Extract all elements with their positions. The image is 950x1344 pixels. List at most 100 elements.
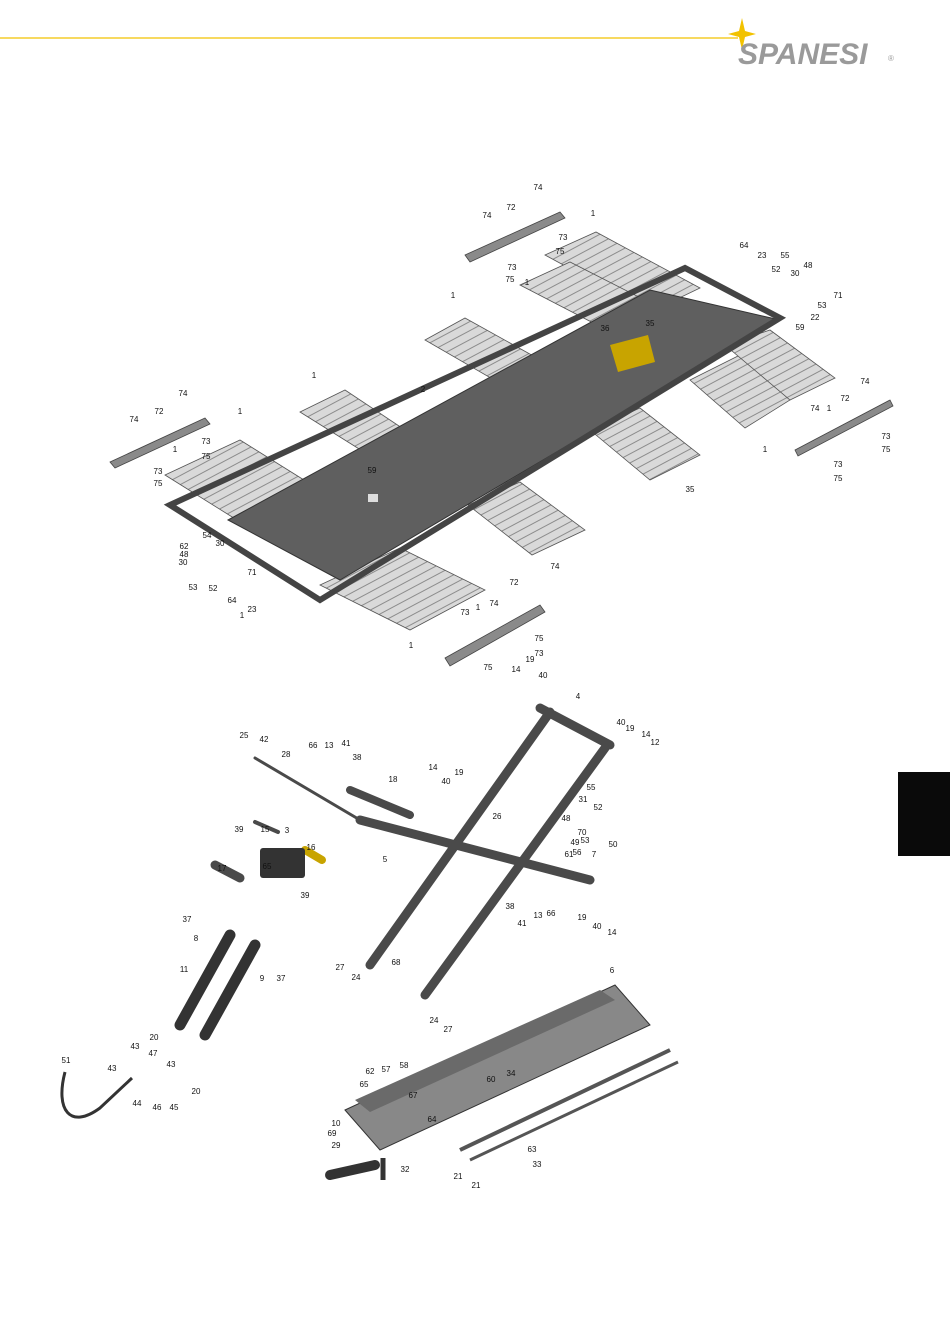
callout-scissor-14: 14	[642, 730, 651, 739]
callout-platform-75: 75	[556, 247, 565, 256]
callout-platform-72: 72	[155, 407, 164, 416]
callout-base-63: 63	[528, 1145, 537, 1154]
callout-platform-73: 73	[559, 233, 568, 242]
callout-scissor-38: 38	[506, 902, 515, 911]
callout-scissor-15: 15	[261, 825, 270, 834]
callout-platform-36: 36	[601, 324, 610, 333]
callout-base-43: 43	[167, 1060, 176, 1069]
callout-base-46: 46	[153, 1103, 162, 1112]
callout-platform-35: 35	[686, 485, 695, 494]
callout-platform-30: 30	[216, 539, 225, 548]
callout-platform-1: 1	[763, 445, 768, 454]
callout-platform-73: 73	[535, 649, 544, 658]
callout-scissor-31: 31	[579, 795, 588, 804]
callout-platform-72: 72	[841, 394, 850, 403]
callout-scissor-55: 55	[587, 783, 596, 792]
callout-scissor-28: 28	[282, 750, 291, 759]
callout-scissor-19: 19	[578, 913, 587, 922]
pneumatic-hose	[60, 1071, 134, 1119]
platform-frame	[163, 264, 787, 604]
callout-scissor-48: 48	[562, 814, 571, 823]
callout-base-43: 43	[108, 1064, 117, 1073]
header-accent-line	[0, 18, 756, 50]
callout-platform-74: 74	[811, 404, 820, 413]
callout-platform-71: 71	[834, 291, 843, 300]
callout-platform-2: 2	[421, 385, 426, 394]
callout-scissor-27: 27	[444, 1025, 453, 1034]
callout-scissor-61: 61	[565, 850, 574, 859]
callout-base-62: 62	[366, 1067, 375, 1076]
ramp-plate	[109, 417, 211, 469]
callout-scissor-14: 14	[429, 763, 438, 772]
callout-platform-73: 73	[154, 467, 163, 476]
callout-scissor-66: 66	[547, 909, 556, 918]
callout-scissor-52: 52	[594, 803, 603, 812]
callout-platform-73: 73	[508, 263, 517, 272]
callout-platform-30: 30	[179, 558, 188, 567]
callout-base-58: 58	[400, 1061, 409, 1070]
callout-scissor-7: 7	[592, 850, 597, 859]
callout-platform-1: 1	[476, 603, 481, 612]
callout-scissor-39: 39	[301, 891, 310, 900]
callout-platform-72: 72	[510, 578, 519, 587]
callout-scissor-19: 19	[455, 768, 464, 777]
callout-scissor-16: 16	[307, 843, 316, 852]
callout-scissor-41: 41	[518, 919, 527, 928]
callout-scissor-50: 50	[609, 840, 618, 849]
callout-scissor-11: 11	[180, 965, 189, 974]
callout-scissor-3: 3	[285, 826, 290, 835]
callout-scissor-40: 40	[539, 671, 548, 680]
callout-platform-74: 74	[179, 389, 188, 398]
brand-logo: SPANESI	[738, 38, 868, 71]
callout-scissor-9: 9	[260, 974, 265, 983]
callout-base-67: 67	[409, 1091, 418, 1100]
callout-scissor-65: 65	[263, 862, 272, 871]
callout-platform-23: 23	[758, 251, 767, 260]
callout-platform-73: 73	[834, 460, 843, 469]
callout-base-43: 43	[131, 1042, 140, 1051]
callout-base-44: 44	[133, 1099, 142, 1108]
callout-scissor-38: 38	[353, 753, 362, 762]
callout-platform-64: 64	[740, 241, 749, 250]
callout-platform-48: 48	[804, 261, 813, 270]
callout-scissor-13: 13	[534, 911, 543, 920]
callout-scissor-12: 12	[651, 738, 660, 747]
callout-base-32: 32	[401, 1165, 410, 1174]
callout-platform-1: 1	[173, 445, 178, 454]
callout-scissor-26: 26	[493, 812, 502, 821]
callout-platform-62: 62	[180, 542, 189, 551]
callout-platform-1: 1	[451, 291, 456, 300]
callout-platform-75: 75	[506, 275, 515, 284]
callout-platform-59: 59	[796, 323, 805, 332]
callout-base-45: 45	[170, 1103, 179, 1112]
callout-scissor-24: 24	[430, 1016, 439, 1025]
callout-scissor-5: 5	[383, 855, 388, 864]
callout-platform-73: 73	[882, 432, 891, 441]
callout-base-20: 20	[150, 1033, 159, 1042]
callout-platform-53: 53	[189, 583, 198, 592]
callout-scissor-49: 49	[571, 838, 580, 847]
ramp-plate	[444, 604, 546, 667]
callout-base-10: 10	[332, 1119, 341, 1128]
star-icon	[728, 18, 756, 50]
callout-platform-52: 52	[209, 584, 218, 593]
callout-platform-1: 1	[312, 371, 317, 380]
callout-platform-22: 22	[811, 313, 820, 322]
ramp-plate	[794, 399, 894, 457]
section-tab	[898, 772, 950, 856]
callout-platform-75: 75	[202, 452, 211, 461]
callout-platform-75: 75	[882, 445, 891, 454]
callout-scissor-42: 42	[260, 735, 269, 744]
callout-platform-1: 1	[591, 209, 596, 218]
callout-base-33: 33	[533, 1160, 542, 1169]
callout-scissor-37: 37	[183, 915, 192, 924]
callout-platform-59: 59	[368, 466, 377, 475]
callout-platform-72: 72	[507, 203, 516, 212]
callout-scissor-14: 14	[512, 665, 521, 674]
callout-scissor-13: 13	[325, 741, 334, 750]
callout-base-20: 20	[192, 1087, 201, 1096]
callout-scissor-66: 66	[309, 741, 318, 750]
callout-base-21: 21	[472, 1181, 481, 1190]
callout-scissor-19: 19	[626, 724, 635, 733]
callout-scissor-39: 39	[235, 825, 244, 834]
